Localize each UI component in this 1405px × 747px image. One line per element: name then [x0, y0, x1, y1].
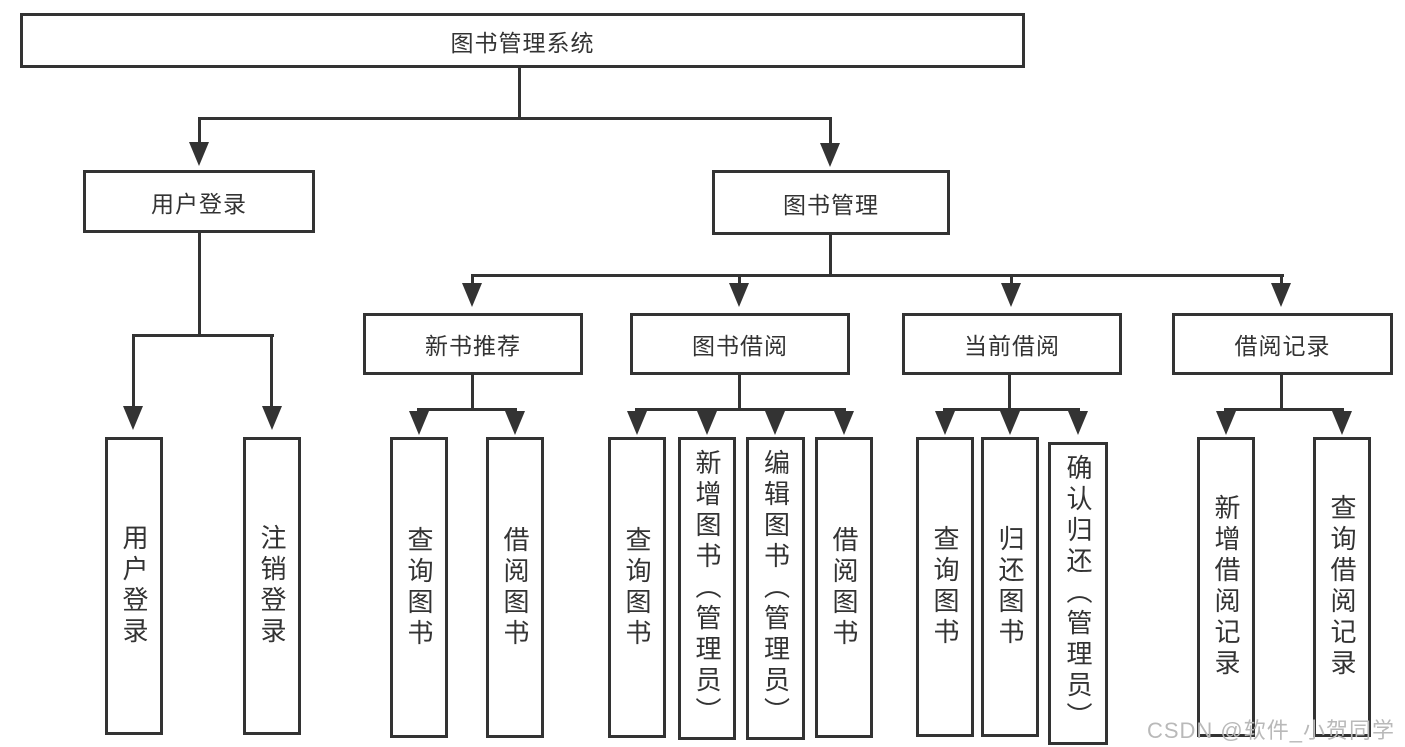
leaf-borrow-book-1: 借阅图书	[486, 437, 544, 738]
arrowhead-book-mgmt	[820, 143, 840, 167]
leaf-query-book-3: 查询图书	[916, 437, 974, 737]
leaf-borrow-book-2: 借阅图书	[815, 437, 873, 738]
arrowhead-leaf-confirm-return	[1068, 411, 1088, 435]
connector-borrow-record-branch	[1224, 408, 1344, 411]
node-book-borrow: 图书借阅	[630, 313, 850, 375]
connector-level3-branch	[472, 274, 1284, 277]
connector-new-book-rec-branch	[417, 408, 517, 411]
arrowhead-leaf-query-record	[1332, 411, 1352, 435]
leaf-query-book-1: 查询图书	[390, 437, 448, 738]
leaf-logout: 注销登录	[243, 437, 301, 735]
arrowhead-leaf-add-book	[697, 411, 717, 435]
arrowhead-new-book-rec	[462, 283, 482, 307]
connector-current-borrow-branch	[943, 408, 1080, 411]
leaf-return-book: 归还图书	[981, 437, 1039, 737]
connector-user-login-branch	[132, 334, 274, 337]
arrowhead-book-borrow	[729, 283, 749, 307]
leaf-user-login: 用户登录	[105, 437, 163, 735]
arrowhead-leaf-query-book-2	[627, 411, 647, 435]
arrowhead-user-login	[189, 142, 209, 166]
connector-stem-current-borrow	[1010, 274, 1013, 284]
connector-book-borrow-branch	[635, 408, 846, 411]
arrowhead-leaf-query-book-3	[935, 411, 955, 435]
connector-user-login-stem	[198, 233, 201, 337]
leaf-add-book: 新增图书（管理员）	[678, 437, 736, 740]
connector-book-mgmt-stem	[829, 235, 832, 276]
connector-stem-book-mgmt	[829, 117, 832, 145]
connector-stem-user-login	[198, 117, 201, 145]
arrowhead-current-borrow	[1001, 283, 1021, 307]
leaf-confirm-return: 确认归还（管理员）	[1048, 442, 1108, 745]
node-root: 图书管理系统	[20, 13, 1025, 68]
connector-borrow-record-stem	[1280, 375, 1283, 410]
leaf-query-book-2: 查询图书	[608, 437, 666, 738]
connector-stem-new-book-rec	[471, 274, 474, 284]
connector-drop-leaf-logout	[270, 334, 273, 408]
arrowhead-leaf-logout	[262, 406, 282, 430]
connector-stem-book-borrow	[738, 274, 741, 284]
connector-book-borrow-stem	[738, 375, 741, 410]
leaf-add-record: 新增借阅记录	[1197, 437, 1255, 737]
connector-root-stem	[518, 68, 521, 119]
node-current-borrow: 当前借阅	[902, 313, 1122, 375]
node-borrow-record: 借阅记录	[1172, 313, 1393, 375]
arrowhead-leaf-add-record	[1216, 411, 1236, 435]
arrowhead-leaf-query-book-1	[409, 411, 429, 435]
arrowhead-leaf-borrow-book-1	[505, 411, 525, 435]
node-new-book-rec: 新书推荐	[363, 313, 583, 375]
arrowhead-leaf-return-book	[1000, 411, 1020, 435]
leaf-edit-book: 编辑图书（管理员）	[746, 437, 805, 740]
leaf-query-record: 查询借阅记录	[1313, 437, 1371, 737]
connector-new-book-rec-stem	[471, 375, 474, 410]
connector-stem-borrow-record	[1280, 274, 1283, 284]
arrowhead-leaf-edit-book	[765, 411, 785, 435]
csdn-watermark: CSDN @软件_小贺同学	[1146, 718, 1395, 743]
arrowhead-borrow-record	[1271, 283, 1291, 307]
connector-level2-branch	[198, 117, 832, 120]
connector-current-borrow-stem	[1008, 375, 1011, 410]
node-book-mgmt: 图书管理	[712, 170, 950, 235]
arrowhead-leaf-borrow-book-2	[834, 411, 854, 435]
node-user-login: 用户登录	[83, 170, 315, 233]
arrowhead-leaf-user-login	[123, 406, 143, 430]
connector-drop-leaf-user-login	[132, 334, 135, 408]
